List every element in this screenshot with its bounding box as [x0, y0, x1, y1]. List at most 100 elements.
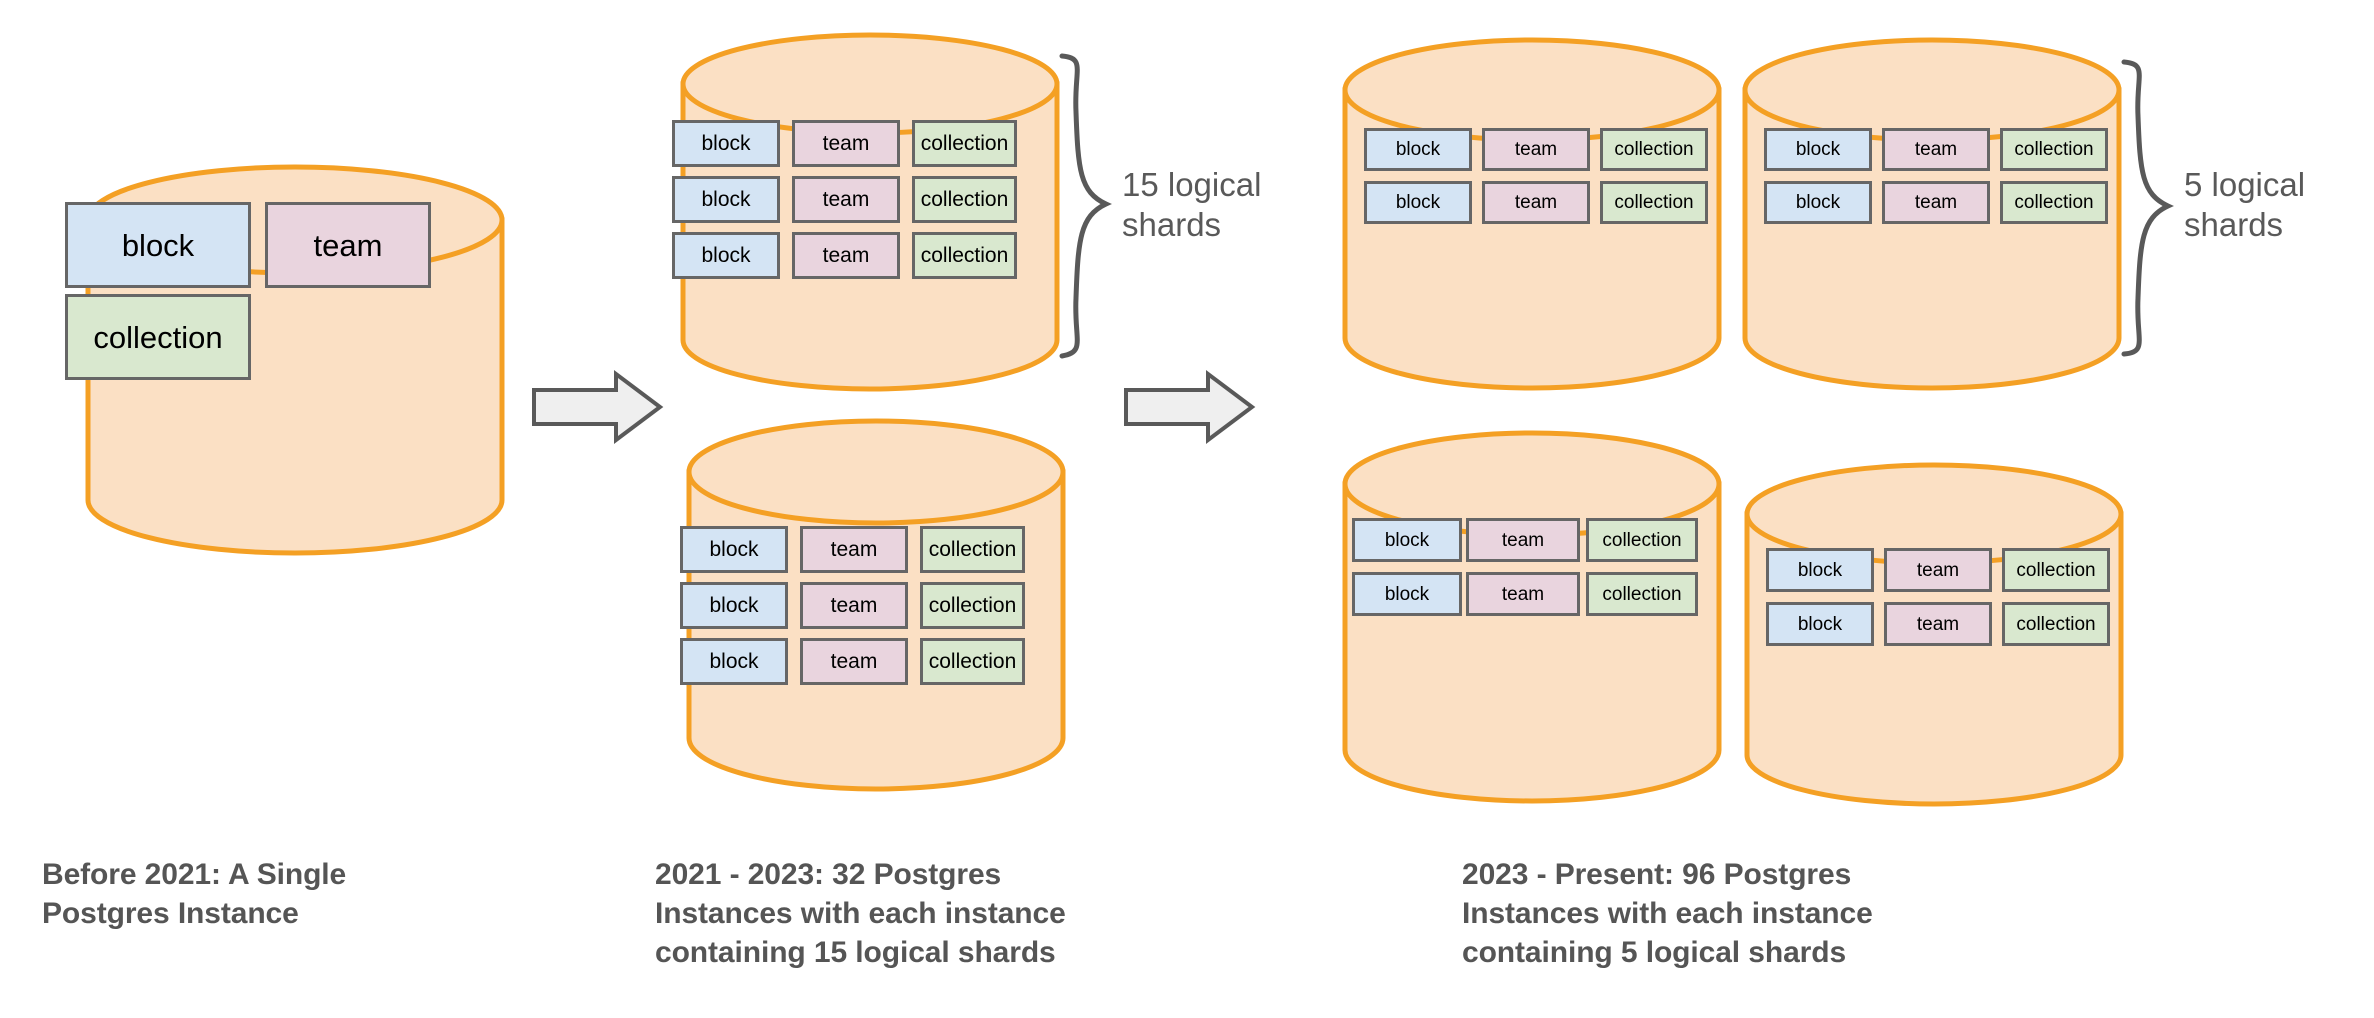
shard-collection[interactable]: collection	[1600, 128, 1708, 171]
brace-label-line: 5 logical	[2184, 166, 2306, 203]
caption-line: 2021 - 2023: 32 Postgres	[655, 858, 1002, 891]
shard-collection[interactable]: collection	[920, 582, 1025, 629]
shard-row: block team collection	[1764, 128, 2114, 171]
shard-block[interactable]: block	[1352, 572, 1462, 616]
shard-block[interactable]: block	[672, 120, 780, 167]
cylinder-1: block team collection	[65, 164, 505, 556]
panel-caption-before-2021: Before 2021: A Single Postgres Instance	[42, 855, 462, 933]
shard-row: block team collection	[1766, 548, 2116, 592]
shard-block[interactable]: block	[1764, 128, 1872, 171]
shard-grid: block team collection block team collect…	[1766, 548, 2116, 646]
shard-row: block team collection	[1352, 572, 1712, 616]
shard-block[interactable]: block	[1352, 518, 1462, 562]
shard-grid: block team collection block team collect…	[1352, 518, 1712, 616]
shard-block[interactable]: block	[680, 526, 788, 573]
shard-team[interactable]: team	[792, 232, 900, 279]
shard-team[interactable]: team	[1882, 128, 1990, 171]
shard-collection[interactable]: collection	[920, 526, 1025, 573]
shard-collection[interactable]: collection	[920, 638, 1025, 685]
shard-grid: block team collection	[65, 202, 485, 380]
shard-collection[interactable]: collection	[912, 176, 1017, 223]
shard-team[interactable]: team	[1884, 602, 1992, 646]
caption-line: Postgres Instance	[42, 897, 299, 930]
shard-collection[interactable]: collection	[912, 232, 1017, 279]
caption-line: Before 2021: A Single	[42, 858, 347, 891]
shard-collection[interactable]: collection	[2000, 181, 2108, 224]
shard-block[interactable]: block	[1764, 181, 1872, 224]
cylinder-3-bottomright: block team collection block team collect…	[1744, 462, 2124, 807]
shard-block[interactable]: block	[1766, 548, 1874, 592]
shard-collection[interactable]: collection	[912, 120, 1017, 167]
panel-caption-2023-present: 2023 - Present: 96 Postgres Instances wi…	[1462, 855, 2062, 972]
caption-line: Instances with each instance	[1462, 897, 1873, 930]
arrow-2	[1124, 370, 1256, 444]
shard-row: block team collection	[672, 176, 1072, 223]
cylinder-3-topleft: block team collection block team collect…	[1342, 36, 1722, 391]
arrow-1	[532, 370, 664, 444]
shard-collection[interactable]: collection	[2002, 548, 2110, 592]
brace-label-5-shards: 5 logical shards	[2184, 165, 2374, 246]
shard-team[interactable]: team	[1482, 128, 1590, 171]
shard-collection[interactable]: collection	[2002, 602, 2110, 646]
shard-team[interactable]: team	[1466, 518, 1580, 562]
shard-team[interactable]: team	[1884, 548, 1992, 592]
shard-block[interactable]: block	[1364, 128, 1472, 171]
brace-label-line: 15 logical	[1122, 166, 1262, 203]
shard-grid: block team collection block team collect…	[672, 120, 1072, 279]
shard-team[interactable]: team	[265, 202, 431, 288]
curly-brace-icon	[2121, 59, 2174, 357]
shard-block[interactable]: block	[672, 176, 780, 223]
curly-brace-icon	[1059, 53, 1112, 359]
shard-row: block team collection	[672, 232, 1072, 279]
shard-grid: block team collection block team collect…	[680, 526, 1080, 685]
shard-collection[interactable]: collection	[1586, 572, 1698, 616]
shard-team[interactable]: team	[792, 176, 900, 223]
caption-line: Instances with each instance	[655, 897, 1066, 930]
shard-row: block team collection	[1766, 602, 2116, 646]
cylinder-3-bottomleft: block team collection block team collect…	[1342, 430, 1722, 805]
cylinder-2-top: block team collection block team collect…	[672, 32, 1060, 392]
arrow-right-icon	[1124, 370, 1256, 444]
shard-row: block team collection	[680, 526, 1080, 573]
cylinder-3-topright: block team collection block team collect…	[1742, 36, 2122, 391]
shard-block[interactable]: block	[680, 638, 788, 685]
cylinder-shape-icon	[1342, 430, 1722, 804]
shard-team[interactable]: team	[1882, 181, 1990, 224]
shard-block[interactable]: block	[1766, 602, 1874, 646]
shard-row: block team collection	[680, 638, 1080, 685]
caption-line: 2023 - Present: 96 Postgres	[1462, 858, 1852, 891]
shard-team[interactable]: team	[792, 120, 900, 167]
shard-collection[interactable]: collection	[1586, 518, 1698, 562]
shard-block[interactable]: block	[672, 232, 780, 279]
shard-block[interactable]: block	[680, 582, 788, 629]
arrow-right-icon	[532, 370, 664, 444]
brace-label-15-shards: 15 logical shards	[1122, 165, 1352, 246]
shard-grid: block team collection block team collect…	[1364, 128, 1714, 224]
panel-caption-2021-2023: 2021 - 2023: 32 Postgres Instances with …	[655, 855, 1235, 972]
shard-row: block team collection	[680, 582, 1080, 629]
brace-5-shards	[2118, 58, 2178, 358]
shard-grid: block team collection block team collect…	[1764, 128, 2114, 224]
shard-team[interactable]: team	[800, 582, 908, 629]
shard-collection[interactable]: collection	[1600, 181, 1708, 224]
shard-row: block team collection	[1764, 181, 2114, 224]
shard-row: collection	[65, 294, 485, 380]
shard-row: block team collection	[1352, 518, 1712, 562]
shard-collection[interactable]: collection	[65, 294, 251, 380]
shard-block[interactable]: block	[65, 202, 251, 288]
shard-team[interactable]: team	[800, 638, 908, 685]
shard-row: block team collection	[672, 120, 1072, 167]
caption-line: containing 15 logical shards	[655, 936, 1056, 969]
shard-team[interactable]: team	[1482, 181, 1590, 224]
shard-row: block team	[65, 202, 485, 288]
brace-label-line: shards	[2184, 206, 2284, 244]
cylinder-2-bottom: block team collection block team collect…	[680, 418, 1066, 793]
shard-team[interactable]: team	[800, 526, 908, 573]
shard-team[interactable]: team	[1466, 572, 1580, 616]
shard-collection[interactable]: collection	[2000, 128, 2108, 171]
shard-row: block team collection	[1364, 128, 1714, 171]
shard-row: block team collection	[1364, 181, 1714, 224]
shard-block[interactable]: block	[1364, 181, 1472, 224]
caption-line: containing 5 logical shards	[1462, 936, 1847, 969]
